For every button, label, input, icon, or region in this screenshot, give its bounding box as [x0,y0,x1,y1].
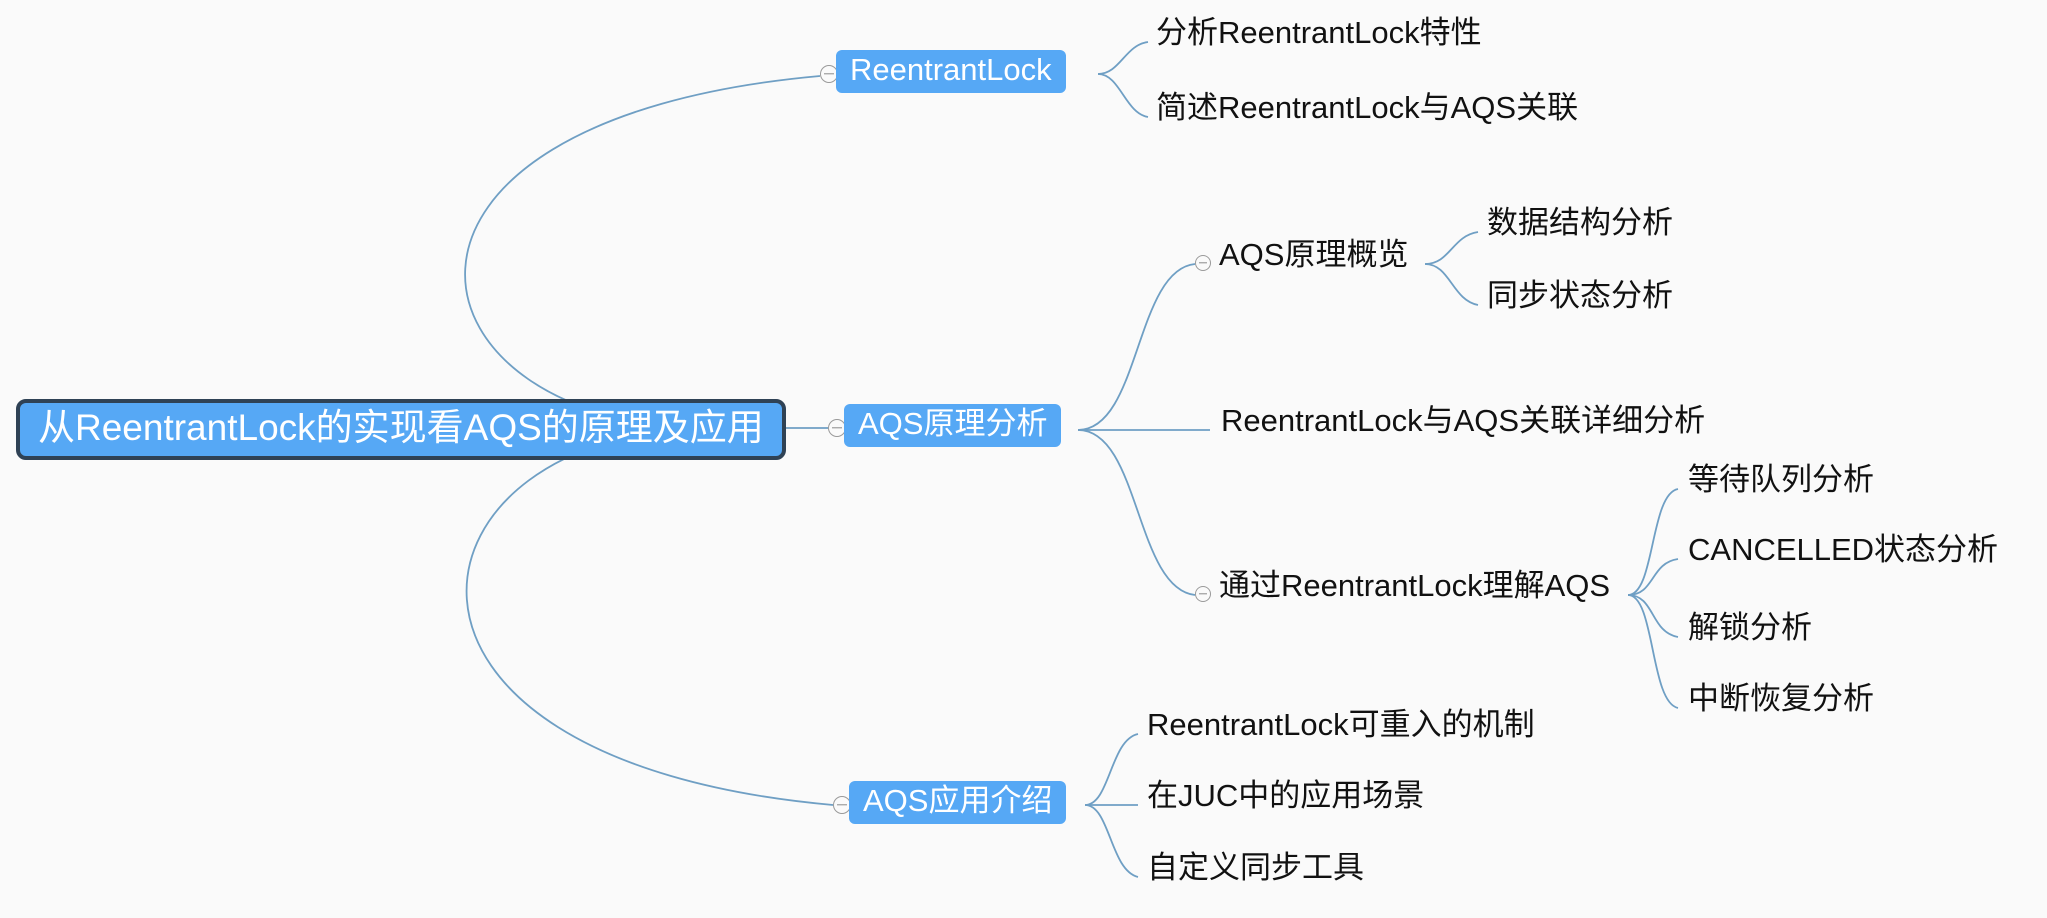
branch-node-label: ReentrantLock [850,52,1052,87]
node-aqs-overview[interactable]: AQS原理概览 [1219,239,1408,270]
edge-understandaqs-to-c3 [1627,594,1679,638]
node-label: AQS原理概览 [1219,237,1409,272]
branch-node-aqs-application[interactable]: AQS应用介绍 [849,781,1067,824]
edge-understandaqs-to-c2 [1627,558,1679,596]
root-node[interactable]: 从ReentrantLock的实现看AQS的原理及应用 [16,399,786,460]
edge-root-to-reentrantlock [464,75,821,429]
collapse-toggle-aqs-overview[interactable] [1195,255,1211,271]
leaf-node-wait-queue-analysis[interactable]: 等待队列分析 [1688,464,1874,495]
leaf-node-unlock-analysis[interactable]: 解锁分析 [1688,612,1812,643]
edge-aqsapplication-to-c3 [1084,804,1139,878]
leaf-node-label: ReentrantLock可重入的机制 [1147,707,1535,742]
branch-node-reentrantlock[interactable]: ReentrantLock [836,50,1066,93]
leaf-node-sync-state-analysis[interactable]: 同步状态分析 [1487,280,1673,311]
edge-aqsprinciple-to-c3 [1077,429,1196,596]
node-label: 通过ReentrantLock理解AQS [1219,568,1611,603]
edge-root-to-aqs-application [465,427,834,806]
edge-aqsoverview-to-c2 [1424,263,1479,306]
leaf-node-interrupt-recovery-analysis[interactable]: 中断恢复分析 [1688,683,1874,714]
leaf-node-label: 解锁分析 [1688,610,1812,645]
leaf-node-label: 中断恢复分析 [1688,681,1874,716]
collapse-toggle-understand-aqs[interactable] [1195,586,1211,602]
edge-reentrantlock-to-c1 [1097,41,1149,75]
node-understand-aqs-via-reentrantlock[interactable]: 通过ReentrantLock理解AQS [1219,570,1610,601]
root-node-label: 从ReentrantLock的实现看AQS的原理及应用 [38,407,764,448]
leaf-node-label: 分析ReentrantLock特性 [1156,15,1482,50]
branch-node-aqs-principle[interactable]: AQS原理分析 [844,404,1062,447]
branch-node-label: AQS原理分析 [858,406,1048,441]
leaf-node-label: 在JUC中的应用场景 [1147,778,1425,813]
leaf-node-custom-sync-tool[interactable]: 自定义同步工具 [1147,852,1364,883]
leaf-node-juc-usage-scenarios[interactable]: 在JUC中的应用场景 [1147,780,1424,811]
leaf-node-label: 等待队列分析 [1688,462,1874,497]
leaf-node-reentrantlock-aqs-brief[interactable]: 简述ReentrantLock与AQS关联 [1156,92,1578,123]
edge-aqsoverview-to-c1 [1424,231,1479,265]
leaf-node-label: 简述ReentrantLock与AQS关联 [1156,90,1579,125]
leaf-node-label: CANCELLED状态分析 [1688,532,1999,567]
leaf-node-label: 数据结构分析 [1487,205,1673,240]
leaf-node-label: 同步状态分析 [1487,278,1673,313]
leaf-node-reentrant-mechanism[interactable]: ReentrantLock可重入的机制 [1147,709,1535,740]
edge-aqsapplication-to-c1 [1084,733,1139,806]
leaf-node-label: ReentrantLock与AQS关联详细分析 [1221,403,1706,438]
leaf-node-label: 自定义同步工具 [1147,850,1364,885]
edge-aqsprinciple-to-c1 [1077,263,1196,431]
edge-understandaqs-to-c1 [1627,488,1679,596]
branch-node-label: AQS应用介绍 [863,783,1053,818]
leaf-node-reentrantlock-aqs-detail[interactable]: ReentrantLock与AQS关联详细分析 [1221,405,1705,436]
edge-reentrantlock-to-c2 [1097,73,1149,118]
leaf-node-data-structure-analysis[interactable]: 数据结构分析 [1487,207,1673,238]
edge-understandaqs-to-c4 [1627,594,1679,709]
leaf-node-analyze-reentrantlock-features[interactable]: 分析ReentrantLock特性 [1156,17,1482,48]
leaf-node-cancelled-state-analysis[interactable]: CANCELLED状态分析 [1688,534,1998,565]
